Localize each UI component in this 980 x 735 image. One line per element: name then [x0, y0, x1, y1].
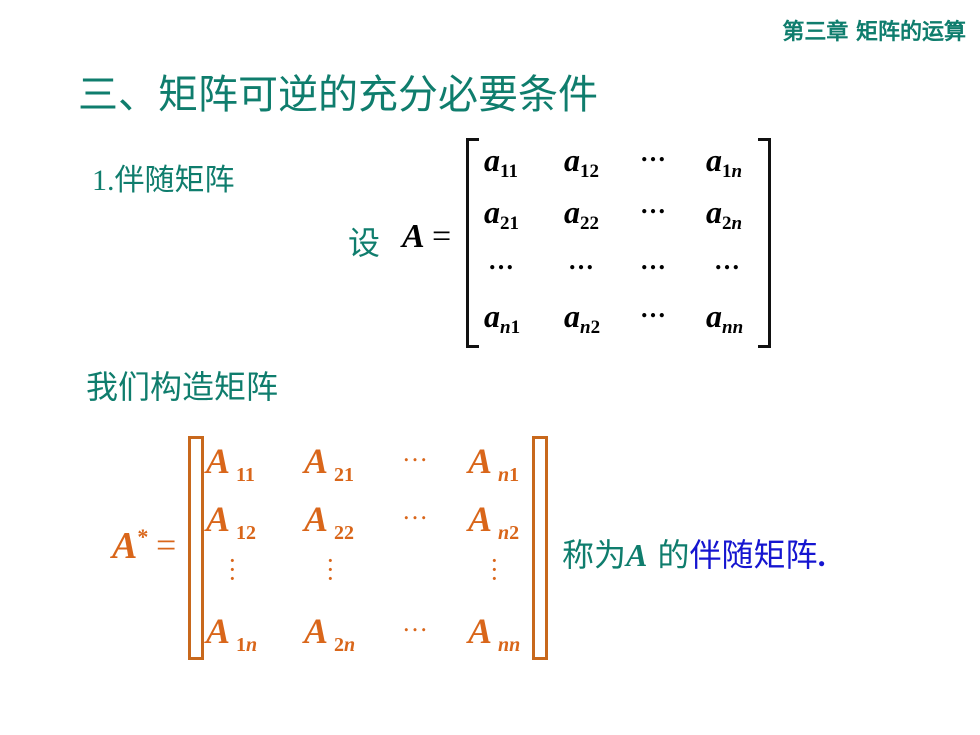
matrix-a-cell: an2 [564, 298, 601, 338]
adjugate-cell: … [402, 438, 428, 467]
matrix-a-cell: a12 [564, 142, 599, 182]
matrix-a-cell: … [640, 190, 666, 219]
matrix-a-cell: a1n [706, 142, 743, 182]
adjugate-right-bracket [532, 436, 548, 660]
matrix-a-cell: ann [706, 298, 744, 338]
adjugate-vdots: ··· [490, 546, 499, 593]
matrix-a-symbol: A [402, 218, 425, 255]
matrix-a-cell: a2n [706, 194, 743, 234]
matrix-a-cell: … [640, 138, 666, 167]
matrix-a-cell: a11 [484, 142, 518, 182]
adjugate-caption: 称为A 的伴随矩阵. [562, 530, 826, 576]
equals-sign: = [432, 218, 452, 255]
caption-term: 伴随矩阵 [689, 536, 818, 574]
caption-period: . [817, 537, 826, 573]
adjugate-left-bracket [188, 436, 204, 660]
matrix-a-cell: a22 [564, 194, 599, 234]
matrix-a-cell: … [640, 246, 666, 275]
let-word: 设 [348, 224, 381, 262]
caption-called: 称为 [562, 536, 627, 574]
adjugate-symbol: A* [112, 524, 149, 567]
matrix-a-cell: … [714, 246, 740, 275]
matrix-a-cell: … [488, 246, 514, 275]
matrix-a-cell: a21 [484, 194, 519, 234]
construct-text: 我们构造矩阵 [86, 368, 279, 406]
matrix-a-left-bracket [466, 138, 479, 348]
adjugate-vdots: ··· [326, 546, 335, 593]
matrix-a-cell: … [640, 294, 666, 323]
subsection-label: 伴随矩阵 [114, 163, 235, 198]
section-title: 三、矩阵可逆的充分必要条件 [78, 72, 598, 118]
adjugate-equals: = [156, 525, 177, 565]
subsection-heading: 1.伴随矩阵 [92, 155, 235, 199]
adjugate-cell: … [402, 496, 428, 525]
matrix-a-right-bracket [758, 138, 771, 348]
caption-symbol: A [626, 537, 648, 573]
matrix-a-cell: an1 [484, 298, 521, 338]
adjugate-vdots: ··· [228, 546, 237, 593]
matrix-a-cell: … [568, 246, 594, 275]
chapter-header: 第三章 矩阵的运算 [782, 20, 966, 45]
adjugate-cell: … [402, 608, 428, 637]
subsection-number: 1. [92, 164, 115, 197]
caption-de: 的 [657, 536, 690, 574]
